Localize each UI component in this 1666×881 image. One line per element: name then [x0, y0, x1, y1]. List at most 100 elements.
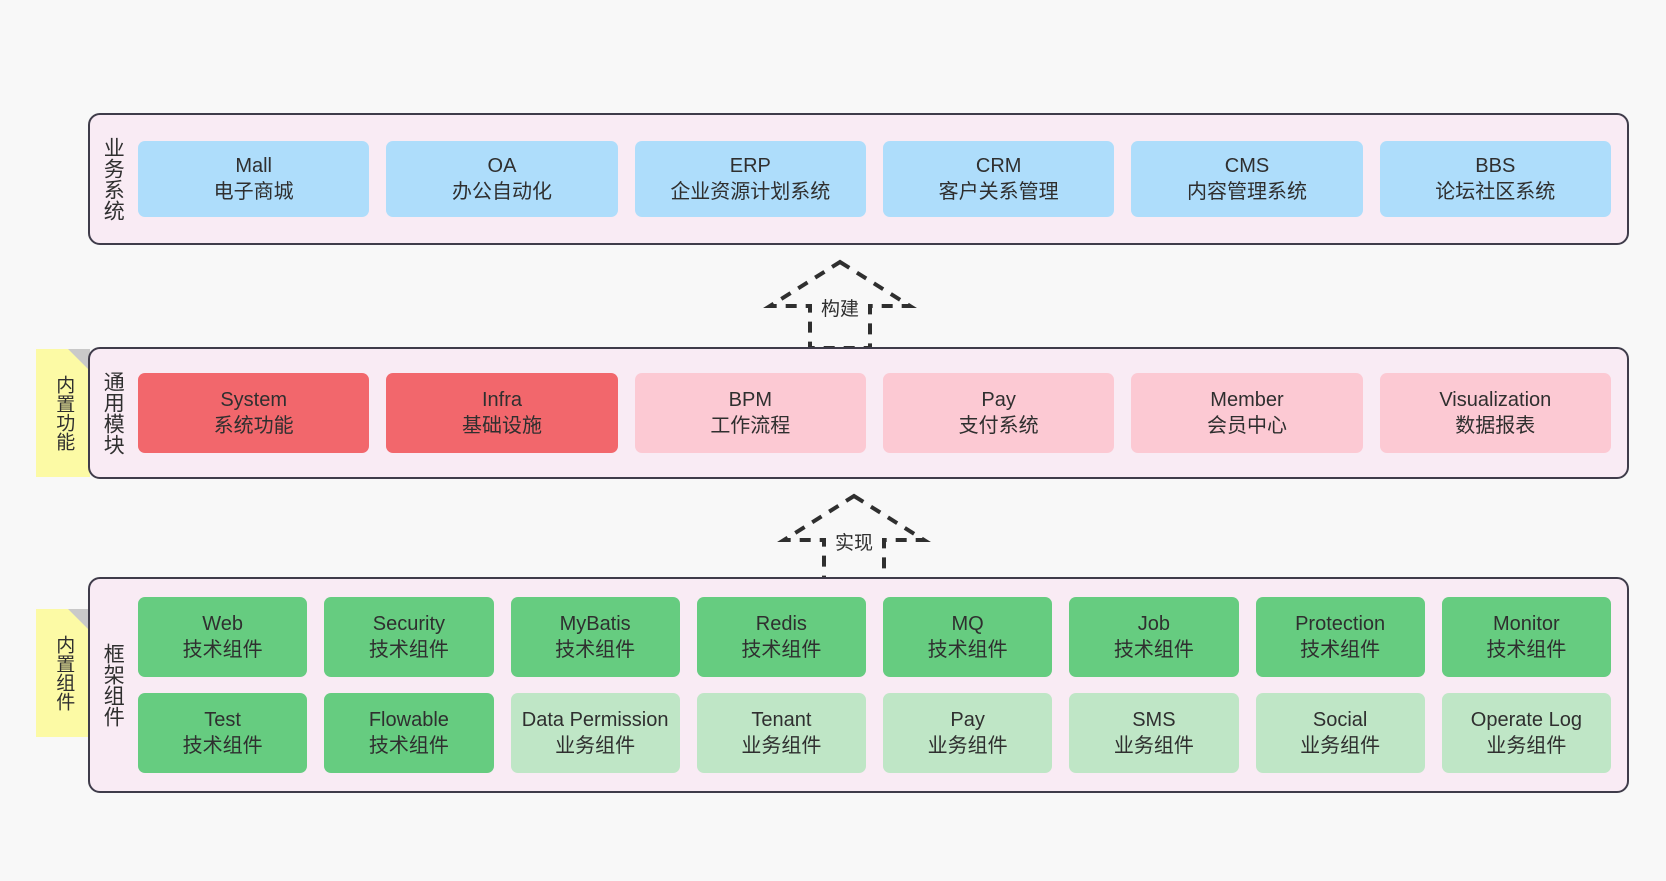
card-title: Visualization [1439, 389, 1552, 411]
card-subtitle: 基础设施 [461, 415, 542, 437]
card-subtitle: 业务组件 [1300, 735, 1381, 757]
card-protection[interactable]: Protection 技术组件 [1255, 597, 1425, 677]
card-social[interactable]: Social 业务组件 [1255, 693, 1425, 773]
card-title: CMS [1224, 155, 1270, 177]
card-sms[interactable]: SMS 业务组件 [1069, 693, 1239, 773]
card-row: Web 技术组件 Security 技术组件 MyBatis 技术组件 Redi… [138, 597, 1611, 677]
card-erp[interactable]: ERP 企业资源计划系统 [634, 141, 866, 217]
card-row: Mall 电子商城 OA 办公自动化 ERP 企业资源计划系统 CRM 客户关系… [138, 141, 1611, 217]
card-redis[interactable]: Redis 技术组件 [696, 597, 866, 677]
card-visualization[interactable]: Visualization 数据报表 [1379, 373, 1611, 453]
card-title: Flowable [368, 709, 449, 731]
card-crm[interactable]: CRM 客户关系管理 [882, 141, 1115, 217]
card-row: System 系统功能 Infra 基础设施 BPM 工作流程 Pay 支付系统… [138, 373, 1611, 453]
layer-body-framework-components: Web 技术组件 Security 技术组件 MyBatis 技术组件 Redi… [134, 579, 1627, 791]
card-web[interactable]: Web 技术组件 [138, 597, 308, 677]
card-title: Social [1312, 709, 1368, 731]
card-subtitle: 办公自动化 [451, 181, 552, 203]
sticky-note-label: 内置功能 [53, 375, 75, 451]
card-title: Redis [755, 613, 807, 635]
card-title: Job [1137, 613, 1170, 635]
card-title: Protection [1295, 613, 1386, 635]
card-title: BBS [1475, 155, 1516, 177]
card-subtitle: 技术组件 [368, 639, 449, 661]
card-subtitle: 电子商城 [213, 181, 294, 203]
card-data-permission[interactable]: Data Permission 业务组件 [510, 693, 680, 773]
card-title: Operate Log [1470, 709, 1582, 731]
card-title: SMS [1132, 709, 1176, 731]
card-title: OA [487, 155, 517, 177]
layer-body-common-modules: System 系统功能 Infra 基础设施 BPM 工作流程 Pay 支付系统… [134, 349, 1627, 477]
card-operate-log[interactable]: Operate Log 业务组件 [1441, 693, 1611, 773]
card-pay-component[interactable]: Pay 业务组件 [883, 693, 1053, 773]
card-test[interactable]: Test 技术组件 [138, 693, 308, 773]
card-bbs[interactable]: BBS 论坛社区系统 [1379, 141, 1611, 217]
card-subtitle: 内容管理系统 [1186, 181, 1307, 203]
layer-common-modules: 通用模块 System 系统功能 Infra 基础设施 BPM 工作流程 Pay… [88, 347, 1629, 479]
card-subtitle: 业务组件 [1486, 735, 1567, 757]
layer-title-framework-components: 框架组件 [101, 643, 125, 727]
card-subtitle: 技术组件 [182, 735, 263, 757]
card-subtitle: 技术组件 [927, 639, 1008, 661]
card-oa[interactable]: OA 办公自动化 [386, 141, 618, 217]
card-title: Security [372, 613, 445, 635]
card-title: Test [204, 709, 241, 731]
card-subtitle: 技术组件 [1486, 639, 1567, 661]
card-monitor[interactable]: Monitor 技术组件 [1441, 597, 1611, 677]
card-mq[interactable]: MQ 技术组件 [883, 597, 1053, 677]
card-job[interactable]: Job 技术组件 [1069, 597, 1239, 677]
card-mybatis[interactable]: MyBatis 技术组件 [510, 597, 680, 677]
card-subtitle: 技术组件 [741, 639, 822, 661]
card-infra[interactable]: Infra 基础设施 [386, 373, 618, 453]
generalization-arrow-build: 构建 [760, 256, 920, 352]
card-subtitle: 业务组件 [741, 735, 822, 757]
layer-title-business-systems: 业务系统 [101, 137, 125, 221]
card-title: Mall [235, 155, 272, 177]
card-tenant[interactable]: Tenant 业务组件 [696, 693, 866, 773]
card-pay[interactable]: Pay 支付系统 [882, 373, 1115, 453]
card-title: CRM [975, 155, 1022, 177]
layer-business-systems: 业务系统 Mall 电子商城 OA 办公自动化 ERP 企业资源计划系统 CRM… [88, 113, 1629, 245]
card-subtitle: 数据报表 [1455, 415, 1536, 437]
card-subtitle: 业务组件 [927, 735, 1008, 757]
layer-body-business-systems: Mall 电子商城 OA 办公自动化 ERP 企业资源计划系统 CRM 客户关系… [134, 115, 1627, 243]
card-subtitle: 企业资源计划系统 [670, 181, 831, 203]
layer-title-common-modules: 通用模块 [101, 371, 125, 455]
folded-corner-icon [68, 349, 90, 371]
card-subtitle: 工作流程 [710, 415, 791, 437]
card-row: Test 技术组件 Flowable 技术组件 Data Permission … [138, 693, 1611, 773]
sticky-note-builtin-components: 内置组件 [36, 609, 90, 737]
generalization-arrow-implement: 实现 [774, 490, 934, 586]
card-title: BPM [728, 389, 772, 411]
card-title: MyBatis [559, 613, 631, 635]
card-subtitle: 技术组件 [1113, 639, 1194, 661]
card-mall[interactable]: Mall 电子商城 [138, 141, 370, 217]
card-title: Monitor [1493, 613, 1560, 635]
layer-framework-components: 框架组件 Web 技术组件 Security 技术组件 MyBatis 技术组件… [88, 577, 1629, 793]
card-title: Infra [481, 389, 522, 411]
card-security[interactable]: Security 技术组件 [324, 597, 494, 677]
card-subtitle: 业务组件 [1113, 735, 1194, 757]
card-subtitle: 技术组件 [182, 639, 263, 661]
card-subtitle: 客户关系管理 [938, 181, 1059, 203]
sticky-note-label: 内置组件 [53, 635, 75, 711]
card-subtitle: 技术组件 [555, 639, 636, 661]
folded-corner-icon [68, 609, 90, 631]
card-title: Web [202, 613, 243, 635]
card-title: Pay [981, 389, 1016, 411]
card-bpm[interactable]: BPM 工作流程 [634, 373, 866, 453]
card-title: System [220, 389, 287, 411]
card-subtitle: 支付系统 [958, 415, 1039, 437]
card-title: Member [1210, 389, 1284, 411]
card-subtitle: 技术组件 [1300, 639, 1381, 661]
card-title: Tenant [751, 709, 812, 731]
card-cms[interactable]: CMS 内容管理系统 [1131, 141, 1363, 217]
card-subtitle: 业务组件 [555, 735, 636, 757]
card-subtitle: 论坛社区系统 [1435, 181, 1556, 203]
card-system[interactable]: System 系统功能 [138, 373, 370, 453]
card-title: Data Permission [521, 709, 669, 731]
card-member[interactable]: Member 会员中心 [1131, 373, 1363, 453]
card-title: ERP [729, 155, 771, 177]
card-flowable[interactable]: Flowable 技术组件 [324, 693, 494, 773]
